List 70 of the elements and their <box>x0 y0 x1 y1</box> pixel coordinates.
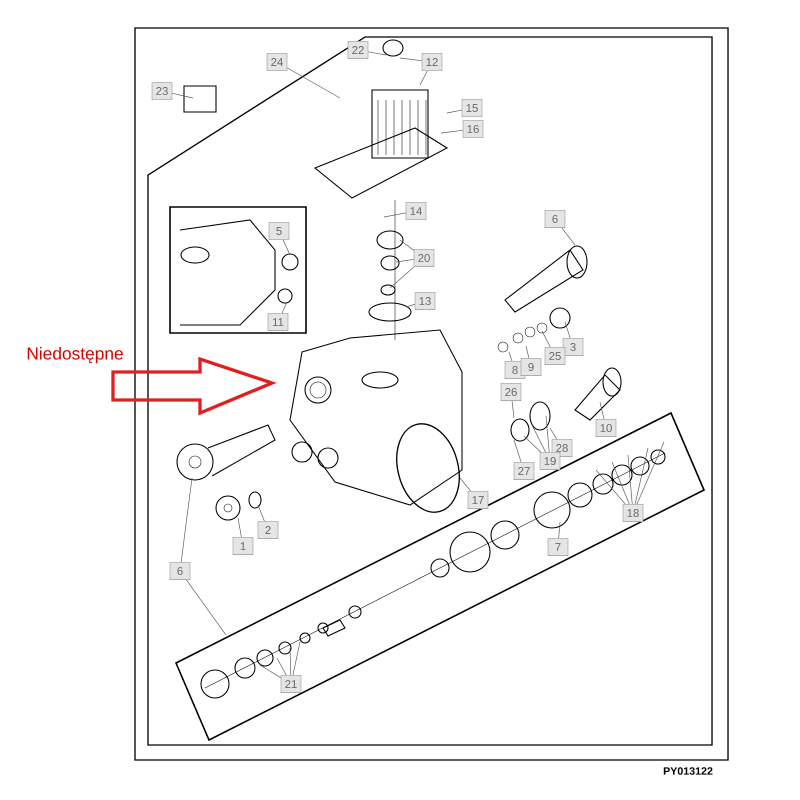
callout-number: 13 <box>414 292 436 310</box>
leader-line <box>446 110 462 114</box>
leader-line <box>390 266 414 288</box>
callout-number: 7 <box>548 538 568 556</box>
leader-line <box>282 240 290 256</box>
figure-code: PY013122 <box>664 767 712 775</box>
leader-line <box>564 322 570 338</box>
callout-number: 16 <box>462 120 484 138</box>
leader-line <box>180 478 192 562</box>
leader-line <box>260 664 282 678</box>
leader-line <box>596 470 626 504</box>
callout-number: 20 <box>414 249 434 267</box>
callout-number: 12 <box>422 53 442 71</box>
callout-number: 5 <box>268 222 290 240</box>
callout-number: 11 <box>268 313 288 331</box>
leader-line <box>406 304 416 308</box>
warning-label: Niedostępne <box>28 346 123 364</box>
leader-line <box>628 454 633 504</box>
callout-number: 10 <box>596 419 616 437</box>
leader-line <box>514 440 522 462</box>
leader-line <box>186 580 226 636</box>
callout-number: 6 <box>170 562 190 580</box>
leader-line <box>546 416 550 452</box>
callout-number: 1 <box>232 537 254 555</box>
leader-line <box>286 68 340 98</box>
leader-line <box>634 448 648 504</box>
callout-number: 17 <box>468 491 488 509</box>
leader-line <box>440 130 464 134</box>
leader-line <box>400 58 422 62</box>
leader-line <box>282 302 288 314</box>
leader-line <box>420 70 428 86</box>
leader-line <box>460 478 472 492</box>
callout-number: 21 <box>280 675 302 693</box>
leader-line <box>550 428 557 440</box>
leader-line <box>368 52 386 56</box>
leader-line <box>396 259 414 262</box>
leader-line <box>636 442 664 504</box>
leader-line <box>508 352 512 362</box>
callout-number: 14 <box>406 202 426 220</box>
leader-line <box>384 212 406 218</box>
leader-line <box>532 424 546 452</box>
leader-line <box>542 330 551 348</box>
callout-number: 9 <box>520 358 542 376</box>
callout-number: 2 <box>258 521 278 539</box>
callout-number: 15 <box>462 99 482 117</box>
callout-number: 25 <box>544 347 566 365</box>
arrow <box>111 356 277 416</box>
callout-number: 18 <box>622 504 644 522</box>
callout-number: 27 <box>514 462 534 480</box>
callout-number: 3 <box>562 338 584 356</box>
callout-number: 22 <box>348 41 368 59</box>
leader-line <box>612 462 630 504</box>
callout-number: 23 <box>152 82 172 100</box>
leader-line <box>526 346 530 358</box>
leader-line <box>276 658 287 676</box>
leader-line <box>172 92 194 98</box>
leader-line <box>562 228 576 246</box>
callout-number: 26 <box>500 383 522 401</box>
leader-line <box>258 504 265 522</box>
leader-line <box>400 240 414 251</box>
leader-line <box>238 518 242 538</box>
leader-line <box>600 402 604 420</box>
callout-number: 24 <box>266 53 288 71</box>
leader-line <box>290 648 292 676</box>
leader-line <box>558 522 560 538</box>
callout-number: 19 <box>540 452 560 470</box>
callout-number: 6 <box>544 210 566 228</box>
leader-line <box>524 436 542 452</box>
leader-line <box>292 642 300 676</box>
leader-line <box>512 400 514 418</box>
